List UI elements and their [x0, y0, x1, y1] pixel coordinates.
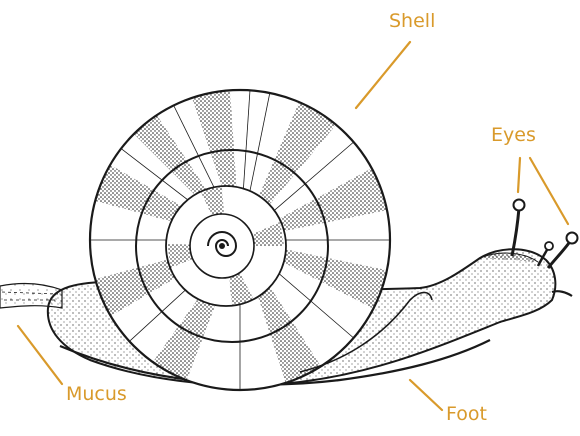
foot-label: Foot: [446, 405, 487, 424]
foot-leader-line: [410, 380, 442, 410]
shell-leader-line: [356, 42, 410, 108]
eyes-label: Eyes: [491, 126, 536, 145]
eyes-leader-line-left: [518, 158, 520, 192]
mucus-label: Mucus: [66, 385, 127, 404]
eyes-leader-line-right: [530, 158, 568, 224]
shell-label: Shell: [389, 12, 435, 31]
